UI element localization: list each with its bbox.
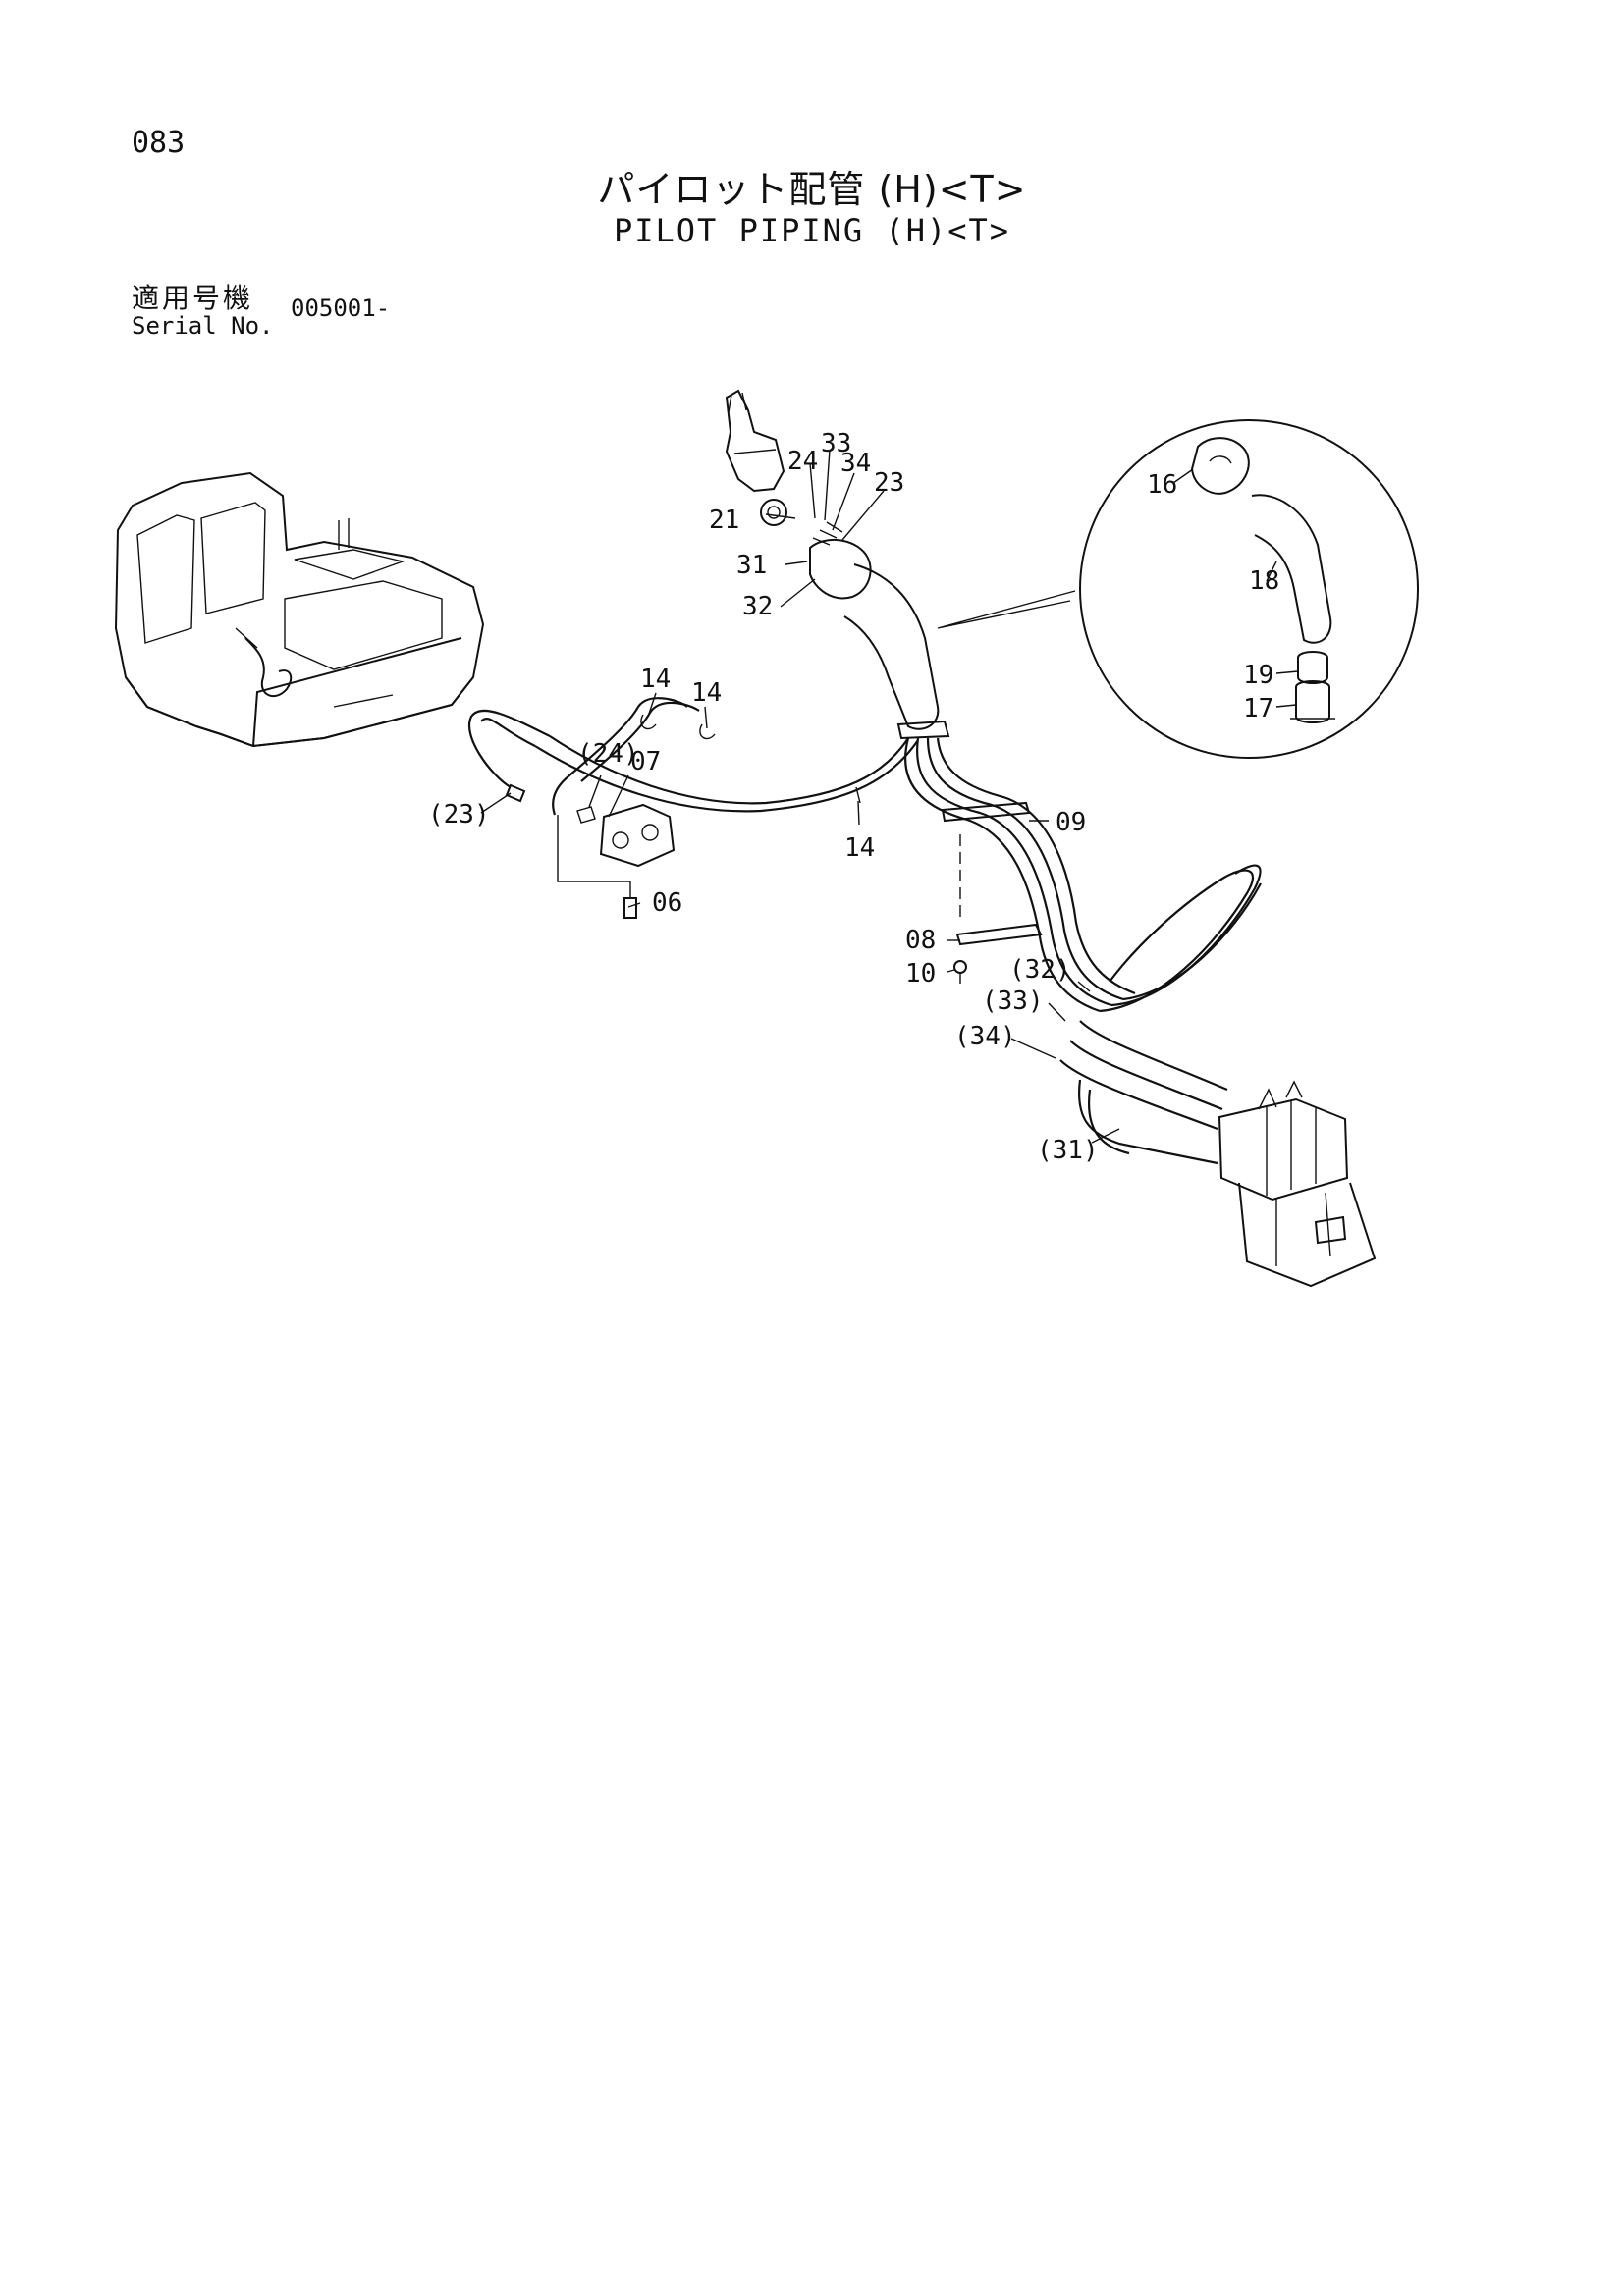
callout-34: 34 <box>840 449 871 478</box>
callout-labels: 33 24 34 23 21 31 32 16 18 19 17 14 14 1… <box>428 429 1279 1165</box>
callout-32: 32 <box>742 592 773 621</box>
callout-19: 19 <box>1243 661 1273 690</box>
page-title-en: PILOT PIPING (H)<T> <box>613 212 1011 249</box>
callout-23-ref: (23) <box>428 800 490 829</box>
callout-18: 18 <box>1249 566 1279 596</box>
control-valve-block <box>1059 1020 1377 1288</box>
callout-14-a: 14 <box>640 665 671 694</box>
serial-label-en: Serial No. <box>132 312 274 340</box>
callout-17: 17 <box>1243 694 1273 723</box>
page-number: 083 <box>132 126 186 160</box>
callout-34-ref: (34) <box>954 1022 1016 1051</box>
callout-21: 21 <box>709 506 739 535</box>
page-title-jp: パイロット配管 (H)<T> <box>597 168 1027 211</box>
callout-08: 08 <box>905 926 936 955</box>
serial-value: 005001- <box>291 294 391 322</box>
callout-24-ref: (24) <box>577 739 639 769</box>
excavator-cab-illustration <box>114 471 485 748</box>
callout-23: 23 <box>874 468 904 498</box>
callout-33: 33 <box>821 429 851 458</box>
callout-33-ref: (33) <box>982 987 1044 1016</box>
hose-bundle <box>468 697 1262 1013</box>
callout-16: 16 <box>1147 470 1177 500</box>
detail-inset <box>937 419 1419 759</box>
callout-31-ref: (31) <box>1037 1136 1099 1165</box>
callout-14-c: 14 <box>844 833 875 863</box>
callout-32-ref: (32) <box>1009 955 1071 985</box>
callout-31: 31 <box>736 551 767 580</box>
callout-06: 06 <box>652 888 682 918</box>
callout-24: 24 <box>787 447 818 476</box>
solenoid-valve-left <box>505 783 676 919</box>
clamp-parts <box>640 714 1043 984</box>
callout-07: 07 <box>630 747 661 776</box>
callout-09: 09 <box>1056 808 1086 837</box>
serial-label-jp: 適用号機 <box>132 282 254 314</box>
leader-lines <box>480 449 1299 1144</box>
callout-10: 10 <box>905 959 936 988</box>
callout-14-b: 14 <box>691 678 722 708</box>
